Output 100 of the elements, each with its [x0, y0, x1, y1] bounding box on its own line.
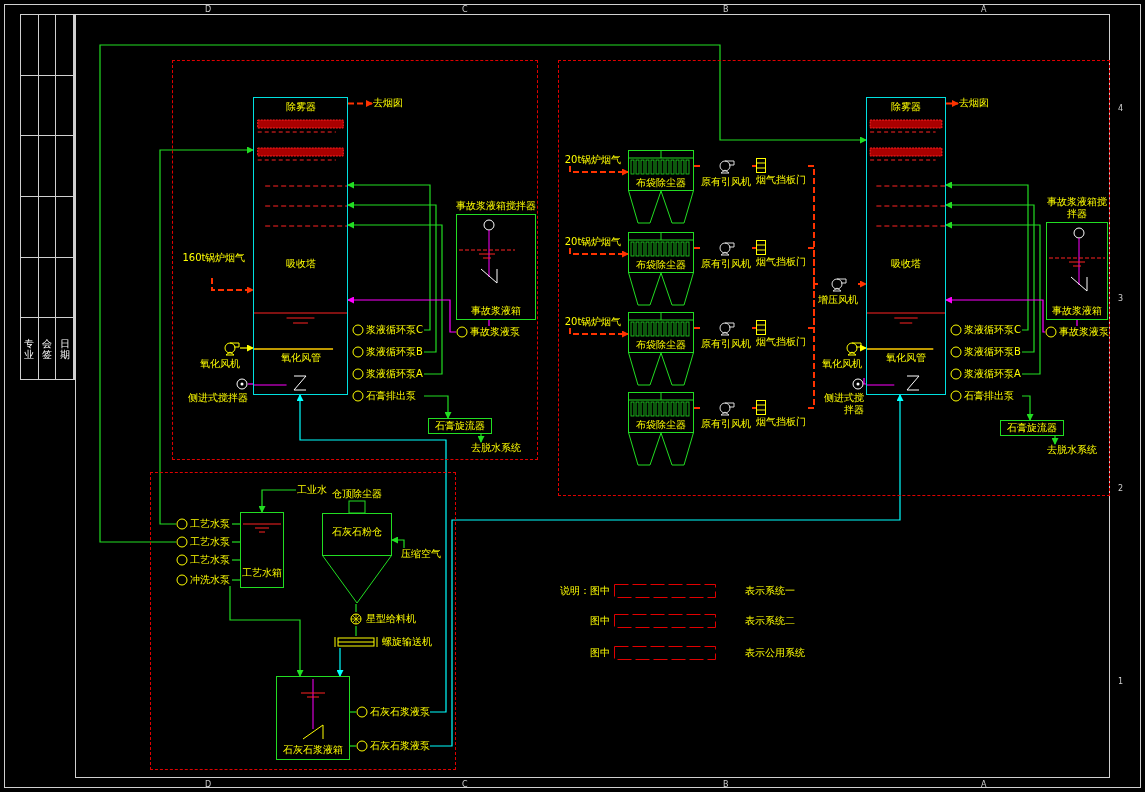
pipe-line — [751, 165, 757, 167]
flow-arrow — [159, 146, 254, 525]
tank-heading: 事故浆液箱搅拌器 — [456, 200, 536, 212]
tower-label: 吸收塔 — [285, 258, 316, 270]
fan-label: 原有引风机 — [701, 176, 751, 188]
legend-label: 表示公用系统 — [745, 647, 805, 659]
title-block-label: 专业 — [24, 337, 35, 360]
flow-arrow — [347, 221, 443, 375]
fan-label: 原有引风机 — [701, 338, 751, 350]
pump-label: 工艺水泵 — [190, 554, 230, 566]
flow-arrow — [347, 201, 437, 353]
pump-label: 浆液循环泵C — [366, 324, 423, 336]
pipe-line — [231, 579, 241, 581]
system-boundary — [172, 60, 538, 460]
zone-marker: D — [205, 5, 212, 14]
agitator-label: 侧进式搅拌器 — [188, 392, 248, 404]
zone-marker: 2 — [1118, 484, 1124, 493]
flow-arrow — [1021, 395, 1034, 421]
note-label: 图中 — [589, 647, 610, 659]
filter-label: 布袋除尘器 — [636, 339, 686, 351]
pipe-line — [693, 407, 701, 409]
pump-label: 浆液循环泵B — [964, 346, 1021, 358]
filter-label: 布袋除尘器 — [636, 419, 686, 431]
pipe-line — [349, 745, 357, 747]
flow-arrow — [239, 344, 254, 352]
pump-label: 事故浆液泵 — [470, 326, 520, 338]
flow-arrow — [945, 296, 1046, 333]
system-boundary — [150, 472, 456, 770]
pipe-line — [693, 247, 701, 249]
flow-label: 20t锅炉烟气 — [562, 316, 624, 328]
damper-label: 烟气挡板门 — [756, 256, 806, 268]
flow-arrow — [477, 433, 485, 443]
zone-marker: 1 — [1118, 677, 1124, 686]
pipe-line — [1076, 319, 1078, 327]
pipe-line — [751, 407, 757, 409]
tank-heading: 事故浆液箱搅拌器 — [1046, 196, 1108, 220]
flow-arrow — [429, 394, 904, 747]
pump-label: 石膏排出泵 — [366, 390, 416, 402]
pipe-line — [349, 711, 357, 713]
flow-arrow — [423, 395, 452, 419]
pump-label: 冲洗水泵 — [190, 574, 230, 586]
zone-marker: A — [981, 780, 987, 789]
silo-label: 石灰石粉仓 — [332, 526, 382, 538]
flow-label: 20t锅炉烟气 — [562, 154, 624, 166]
pipe-line — [751, 247, 757, 249]
agitator-label: 侧进式搅拌器 — [823, 392, 864, 416]
pump-label: 工艺水泵 — [190, 518, 230, 530]
pump-label: 浆液循环泵A — [964, 368, 1021, 380]
cyclone-box — [428, 418, 492, 434]
pipe-line — [751, 327, 757, 329]
box-label: 石膏旋流器 — [1007, 422, 1057, 434]
flow-arrow — [336, 647, 344, 677]
tank-label: 工艺水箱 — [242, 567, 282, 579]
pump-label: 石灰石浆液泵 — [370, 740, 430, 752]
flow-arrow — [347, 181, 431, 331]
zone-marker: A — [981, 5, 987, 14]
pipe-line — [693, 327, 701, 329]
pipe-line — [807, 283, 819, 409]
legend-label: 表示系统一 — [745, 585, 795, 597]
flow-arrow — [347, 100, 373, 107]
tower-section-label: 除雾器 — [891, 101, 921, 113]
pipe-line — [863, 377, 867, 385]
flow-arrow — [860, 344, 867, 352]
title-block-label: 会签 — [42, 337, 52, 360]
pump-label: 浆液循环泵B — [366, 346, 423, 358]
zone-marker: C — [462, 780, 468, 789]
pipe-line — [693, 165, 701, 167]
flow-arrow — [1051, 435, 1059, 445]
pipe-line — [355, 625, 357, 637]
fan-label: 原有引风机 — [701, 258, 751, 270]
feeder-label: 星型给料机 — [366, 613, 416, 625]
system-boundary — [558, 60, 1110, 496]
flow-label: 去烟囱 — [958, 97, 990, 110]
pipe-line — [355, 603, 357, 613]
zone-marker: B — [723, 780, 729, 789]
box-label: 石膏旋流器 — [435, 420, 485, 432]
flow-label: 20t锅炉烟气 — [562, 236, 624, 248]
pipe-label: 氧化风管 — [886, 352, 926, 364]
flow-arrow — [857, 280, 867, 288]
flow-arrow — [296, 394, 447, 713]
flow-label: 160t锅炉烟气 — [178, 252, 250, 278]
pump-label: 浆液循环泵A — [366, 368, 423, 380]
pipe-line — [807, 165, 819, 285]
flow-label: 去脱水系统 — [470, 442, 522, 455]
tank-label: 事故浆液箱 — [1052, 305, 1102, 317]
pipe-label: 氧化风管 — [280, 352, 321, 364]
pipe-line — [231, 559, 241, 561]
fan-label: 增压风机 — [818, 294, 858, 306]
flow-label: 去脱水系统 — [1046, 444, 1098, 457]
flow-arrow — [569, 327, 629, 338]
flow-arrow — [945, 201, 1035, 353]
tank-label: 石灰石浆液箱 — [283, 744, 343, 756]
filter-label: 布袋除尘器 — [636, 259, 686, 271]
tower-section-label: 除雾器 — [285, 101, 316, 113]
cyclone-box — [1000, 420, 1064, 436]
flow-arrow — [347, 296, 457, 333]
flow-arrow — [229, 585, 304, 677]
title-block-label: 日期 — [59, 337, 70, 360]
zone-marker: 4 — [1118, 104, 1124, 113]
zone-marker: D — [205, 780, 212, 789]
